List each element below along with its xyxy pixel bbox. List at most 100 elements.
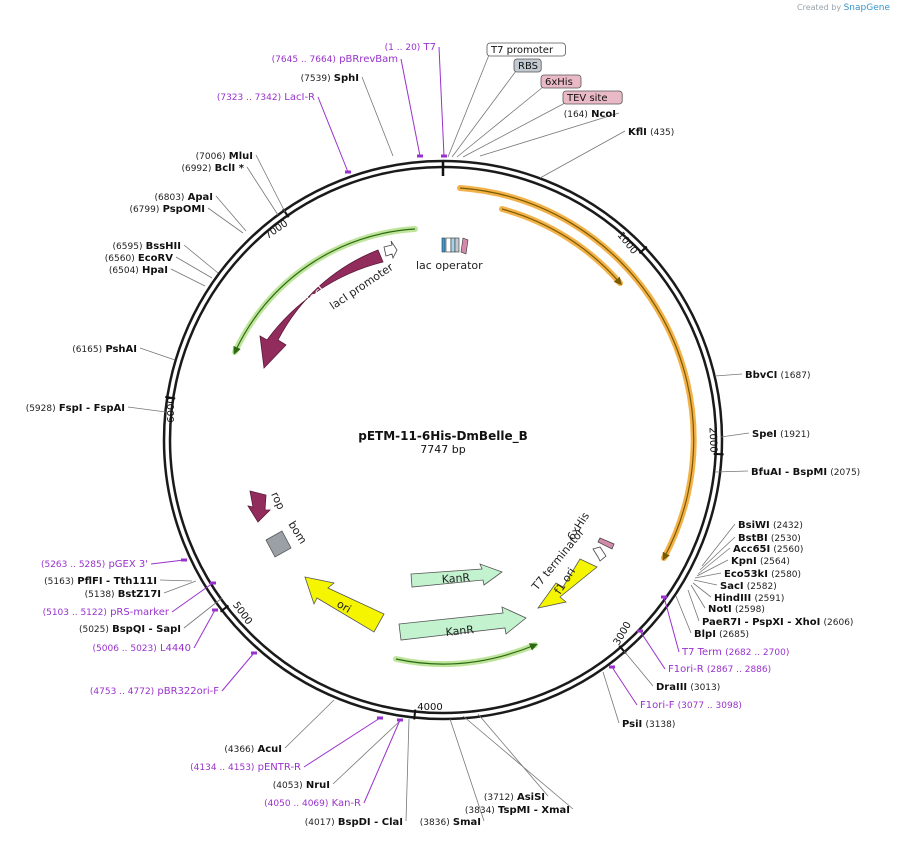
primer-pentr-r: (4134 .. 4153) pENTR-R: [190, 762, 301, 773]
site-bsshii: (6595) BssHII: [113, 241, 181, 252]
site-name: AcuI: [257, 744, 282, 755]
primer-range: (5263 .. 5285): [41, 560, 105, 570]
plasmid-name: pETM-11-6His-DmBelle_B: [358, 429, 527, 444]
primer-laci-r: (7323 .. 7342) LacI-R: [217, 92, 315, 103]
leader-ecorv: [175, 256, 213, 279]
tick-2000: [713, 452, 724, 456]
site-position: (2564): [760, 557, 790, 567]
site-fspi: (5928) FspI - FspAI: [26, 403, 125, 414]
site-name: BstZ17I: [118, 589, 161, 600]
primer-mark-pentr-r: [377, 716, 383, 720]
site-name: NruI: [306, 780, 330, 791]
box-leader-6xhis: [456, 86, 544, 158]
site-saci: SacI (2582): [720, 581, 777, 592]
site-pspomi: (6799) PspOMI: [129, 204, 205, 215]
primer-range: (7645 .. 7664): [272, 55, 336, 65]
site-bsiwi: BsiWI (2432): [738, 520, 803, 531]
leader-noti: [690, 584, 706, 609]
primer-mark-kan-r: [397, 718, 403, 722]
leader-pshai: [139, 347, 176, 361]
primer-range: (4753 .. 4772): [90, 687, 154, 697]
site-position: (2560): [773, 545, 803, 555]
snapgene-credit: Created by SnapGene: [797, 3, 890, 13]
box-leader-rbs: [451, 70, 517, 158]
site-position: (4017): [305, 818, 335, 828]
site-position: (3712): [484, 793, 514, 803]
site-position: (4366): [224, 745, 254, 755]
site-position: (2580): [771, 570, 801, 580]
site-psii: PsiI (3138): [622, 719, 675, 730]
kanr-feature-1: [410, 563, 503, 588]
primer-name: F1ori-R: [668, 664, 704, 675]
tick-label-4000: 4000: [417, 702, 442, 713]
box-rbs: [513, 58, 542, 73]
site-paer7i: PaeR7I - PspXI - XhoI (2606): [702, 617, 853, 628]
leader-blpi: [675, 595, 692, 634]
site-name: BstBI: [738, 533, 768, 544]
site-bstz17i: (5138) BstZ17I: [85, 589, 161, 600]
box-tevsite: [562, 90, 623, 105]
site-name: PsiI: [622, 719, 642, 730]
orange-arc-inner-line: [501, 208, 622, 286]
leader-kfli: [539, 130, 626, 179]
site-position: (6165): [72, 345, 102, 355]
site-position: (2591): [754, 594, 784, 604]
primer-name: T7 Term: [681, 647, 722, 658]
site-name: BspDI - ClaI: [338, 817, 403, 828]
tick-label-7000: 7000: [263, 218, 290, 242]
site-bspdi: (4017) BspDI - ClaI: [305, 817, 403, 828]
site-draiii: DraIII (3013): [656, 682, 720, 693]
site-bspqi: (5025) BspQI - SapI: [79, 624, 181, 635]
box-label-tevsite: TEV site: [566, 93, 608, 104]
leader-tspmi: [462, 715, 574, 810]
primer-range: (5006 .. 5023): [93, 644, 157, 654]
site-name: PaeR7I - PspXI - XhoI: [702, 617, 820, 628]
rop-feature: [247, 490, 271, 523]
site-acc65i: Acc65I (2560): [733, 544, 803, 555]
site-name: ApaI: [188, 192, 213, 203]
leader-bbvci: [714, 373, 743, 377]
leader-eco53ki: [694, 572, 722, 579]
site-position: (6799): [129, 205, 159, 215]
site-ecorv: (6560) EcoRV: [105, 253, 173, 264]
site-kpni: KpnI (2564): [731, 556, 790, 567]
tick-4000: [413, 709, 417, 720]
box-label-t7promoter: T7 promoter: [490, 45, 554, 56]
site-position: (5025): [79, 625, 109, 635]
site-name: Eco53kI: [724, 569, 768, 580]
site-position: (4053): [273, 781, 303, 791]
box-6xhis: [540, 74, 582, 89]
site-pshai: (6165) PshAI: [72, 344, 137, 355]
site-name: EcoRV: [138, 253, 173, 264]
site-name: PshAI: [105, 344, 137, 355]
site-apai: (6803) ApaI: [155, 192, 214, 203]
site-name: SacI: [720, 581, 744, 592]
primer-leader-kan-r: [363, 719, 401, 804]
tick-label-1000: 1000: [615, 230, 640, 257]
leader-kpni: [696, 559, 729, 577]
tick-5000: [219, 604, 230, 613]
site-position: (5163): [44, 577, 74, 587]
site-name: HindIII: [714, 593, 751, 604]
primer-prs-marker: (5103 .. 5122) pRS-marker: [43, 607, 170, 618]
leader-bsshii: [183, 244, 219, 274]
primer-name: pBRrevBam: [339, 54, 398, 65]
site-spei: SpeI (1921): [752, 429, 810, 440]
primer-name: pBR322ori-F: [157, 686, 219, 697]
primer-leader-t7term: [663, 596, 680, 653]
bom-feature: [265, 530, 292, 558]
site-name: MluI: [229, 151, 253, 162]
site-noti: NotI (2598): [708, 604, 765, 615]
site-hpai: (6504) HpaI: [109, 265, 168, 276]
site-bbvci: BbvCI (1687): [745, 370, 810, 381]
kanr-label-1: KanR: [441, 571, 471, 586]
leader-mlui: [255, 154, 286, 213]
site-pflfi: (5163) PflFI - Tth111I: [44, 576, 157, 587]
primer-name: Kan-R: [332, 798, 361, 809]
kanr-feature-2: [398, 606, 527, 641]
leader-ncoi: [479, 112, 620, 157]
site-position: (3138): [645, 720, 675, 730]
site-blpi: BlpI (2685): [694, 629, 749, 640]
site-position: (164): [564, 110, 588, 120]
site-ncoi: (164) NcoI: [564, 109, 616, 120]
